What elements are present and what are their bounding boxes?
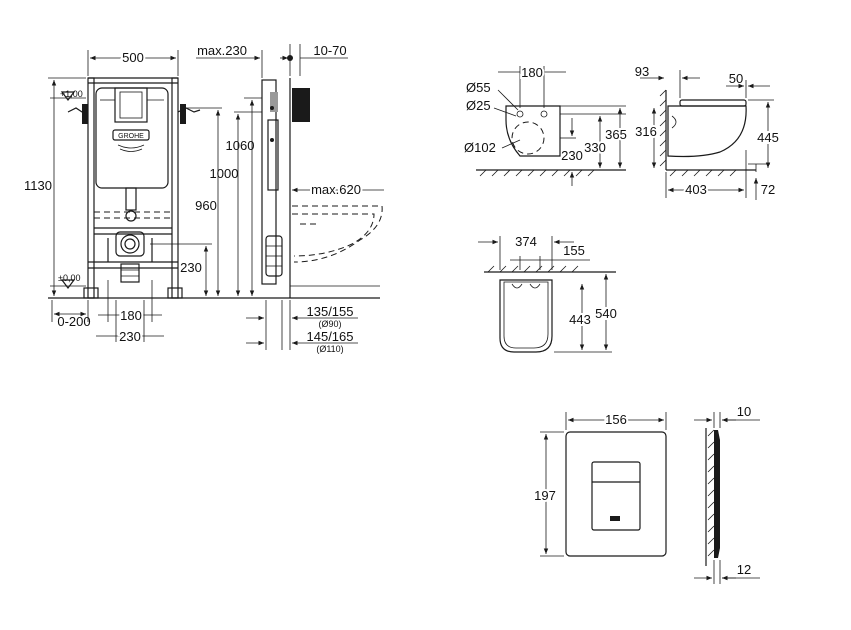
dim-profile-50: 50	[729, 71, 743, 86]
dim-profile-316: 316	[635, 124, 657, 139]
bowl-outline-dashed	[292, 205, 383, 263]
dim-plate-top: 10	[737, 404, 751, 419]
dim-spacing-180: 180	[120, 308, 142, 323]
dim-top-540: 540	[595, 306, 617, 321]
dim-pipe-b: 145/165	[307, 329, 354, 344]
bowl-profile-view: 93 50 316 445 403 72	[633, 64, 781, 200]
bowl-body	[667, 105, 747, 158]
seat-lid	[679, 99, 747, 107]
dim-wall-gap: 10-70	[313, 43, 346, 58]
dim-pipe-a: 135/155	[307, 304, 354, 319]
dia-25-label: Ø25	[466, 98, 491, 113]
dim-bowl-365: 365	[605, 127, 627, 142]
dim-max-depth: max.230	[197, 43, 247, 58]
dim-floor-range: 0-200	[57, 314, 90, 329]
plate-outline	[565, 431, 667, 557]
frame-profile	[261, 79, 277, 285]
frame-post-left	[87, 77, 95, 299]
dim-profile-403: 403	[685, 182, 707, 197]
dim-height-1060: 1060	[226, 138, 255, 153]
dim-bowl-180: 180	[521, 65, 543, 80]
dim-height-1130: 1130	[24, 178, 52, 193]
dim-max-projection: max.620	[311, 182, 361, 197]
dim-height-960: 960	[195, 198, 217, 213]
dim-profile-93: 93	[635, 64, 649, 79]
bowl-top-outline	[499, 279, 553, 353]
plate-logo	[610, 516, 620, 521]
dim-top-374: 374	[515, 234, 537, 249]
dim-spacing-230: 230	[119, 329, 141, 344]
drain-pipe	[120, 263, 140, 283]
dim-bowl-330: 330	[584, 140, 606, 155]
level-top-label: +1,00	[60, 89, 83, 99]
dim-profile-445: 445	[757, 130, 779, 145]
flush-plate-profile	[292, 88, 310, 122]
bowl-back	[505, 105, 561, 157]
dim-bowl-230: 230	[561, 148, 583, 163]
dim-frame-width: 500	[122, 50, 144, 65]
dim-plate-height: 197	[534, 488, 556, 503]
flush-buttons	[591, 461, 641, 531]
dim-plate-bottom: 12	[737, 562, 751, 577]
drain-connector	[115, 231, 145, 257]
frame-front-view: GROHE 500	[24, 48, 236, 346]
brand-label: GROHE	[118, 133, 144, 140]
level-floor-label: ±0,00	[58, 273, 80, 283]
flush-opening	[114, 87, 148, 123]
dia-55-label: Ø55	[466, 80, 491, 95]
flush-plate-front: 156 197	[532, 410, 667, 557]
dim-plate-width: 156	[605, 412, 627, 427]
dim-top-443: 443	[569, 312, 591, 327]
frame-post-right	[171, 77, 179, 299]
plate-profile	[714, 430, 720, 558]
brand-logo	[112, 129, 150, 141]
dim-height-1000: 1000	[210, 166, 239, 181]
dim-pipe-b-diameter: (Ø110)	[316, 344, 343, 354]
dim-top-155: 155	[563, 243, 585, 258]
flush-plate-side: 10 12	[694, 404, 760, 584]
bowl-top-view: 374 155 443 540	[478, 234, 619, 353]
dim-profile-72: 72	[761, 182, 775, 197]
dia-102-label: Ø102	[464, 140, 496, 155]
dim-pipe-a-diameter: (Ø90)	[318, 319, 341, 329]
bowl-connection-view: 180 Ø55 Ø25 Ø102 230 330 365	[464, 63, 629, 186]
frame-side-view: max.230 10-70 1060 1000 max.620 135/155 …	[196, 43, 384, 354]
dim-height-230: 230	[180, 260, 202, 275]
